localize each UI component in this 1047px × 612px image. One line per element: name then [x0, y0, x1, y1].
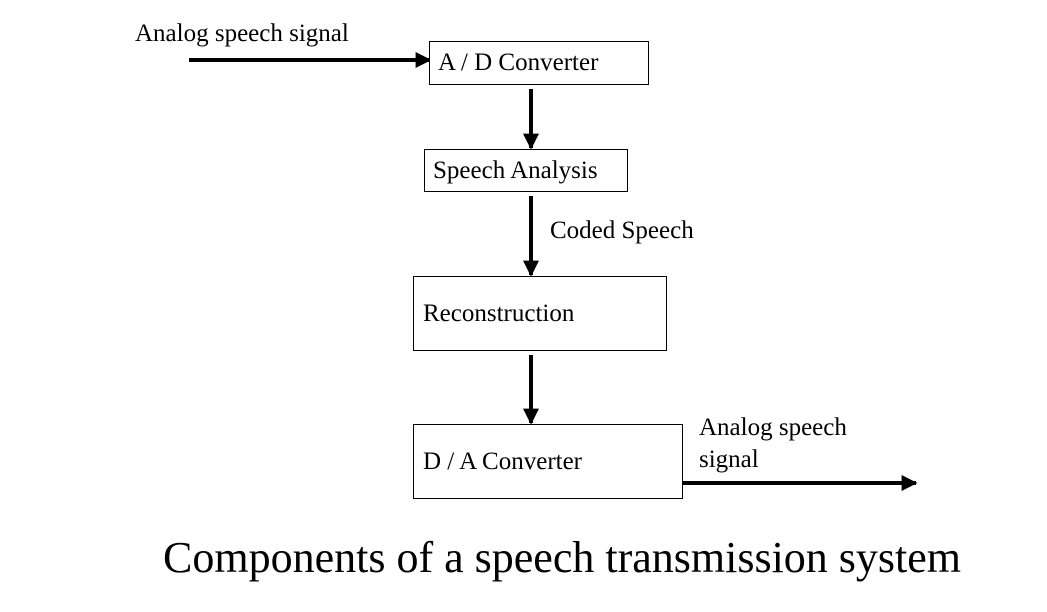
- output-signal-label-line1: Analog speech: [699, 414, 847, 441]
- da-converter-box: D / A Converter: [413, 424, 683, 499]
- coded-speech-label: Coded Speech: [550, 217, 694, 244]
- ad-converter-box: A / D Converter: [429, 41, 649, 85]
- diagram-caption: Components of a speech transmission syst…: [163, 533, 962, 582]
- reconstruction-label: Reconstruction: [423, 299, 575, 327]
- da-converter-label: D / A Converter: [423, 447, 583, 475]
- output-signal-label-line2: signal: [699, 446, 759, 473]
- speech-analysis-box: Speech Analysis: [424, 149, 628, 192]
- input-signal-label: Analog speech signal: [135, 20, 349, 47]
- reconstruction-box: Reconstruction: [413, 276, 667, 351]
- ad-converter-label: A / D Converter: [438, 49, 599, 76]
- speech-analysis-label: Speech Analysis: [433, 156, 598, 184]
